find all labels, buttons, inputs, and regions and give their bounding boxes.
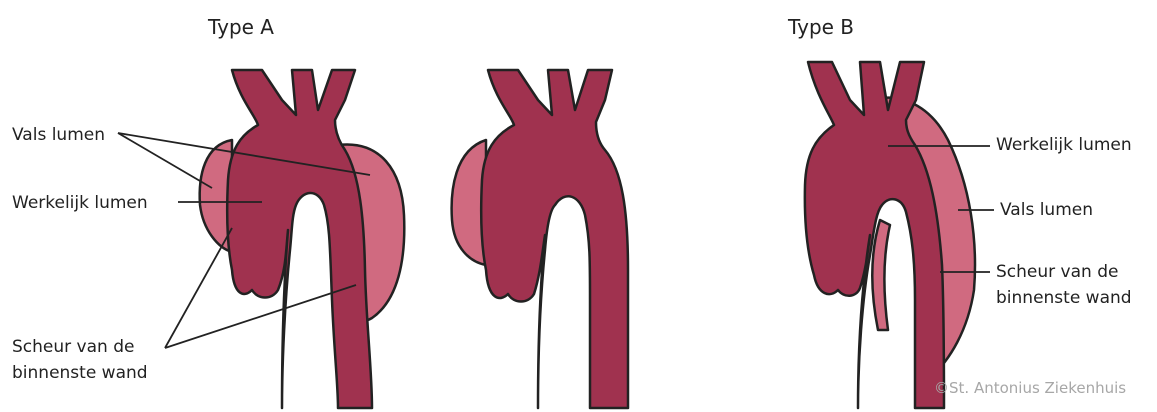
type-a-title: Type A — [207, 15, 274, 39]
type-b-true-lumen-label: Werkelijk lumen — [996, 135, 1132, 155]
middle-aorta — [452, 70, 628, 408]
type-b-false-lumen-inner — [872, 220, 890, 330]
type-b-tear-label-2: binnenste wand — [996, 288, 1132, 308]
type-b-tear-label-1: Scheur van de — [996, 262, 1118, 282]
type-a-tear-label-2: binnenste wand — [12, 363, 148, 383]
type-b-aorta — [805, 62, 975, 408]
type-a-tear-label-1: Scheur van de — [12, 337, 134, 357]
middle-true-lumen — [481, 70, 628, 408]
type-a-true-lumen-label: Werkelijk lumen — [12, 193, 148, 213]
type-b-false-lumen-label: Vals lumen — [1000, 200, 1093, 220]
type-a-true-lumen — [227, 70, 372, 408]
type-b-title: Type B — [787, 15, 854, 39]
copyright-text: ©St. Antonius Ziekenhuis — [934, 379, 1126, 397]
type-a-aorta — [200, 70, 405, 408]
type-a-false-lumen-label: Vals lumen — [12, 125, 105, 145]
